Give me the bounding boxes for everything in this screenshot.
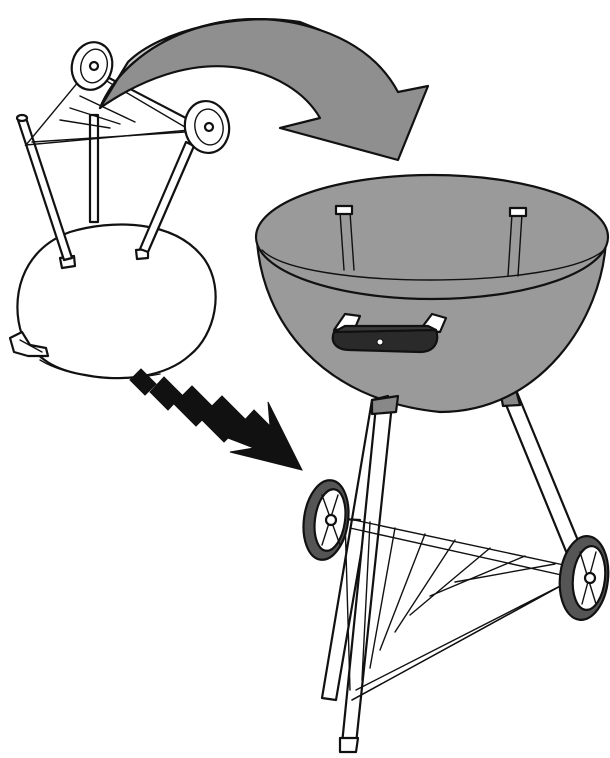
leg-support-frame [345,518,578,700]
inverted-leg-center [90,115,98,222]
leg-foot-cap [340,738,358,752]
upright-grill [256,175,610,752]
curved-arrow-icon [100,19,428,160]
grill-wheel-left [299,477,354,562]
dashed-arrow-icon [130,369,302,470]
rear-leg-right [500,390,586,566]
